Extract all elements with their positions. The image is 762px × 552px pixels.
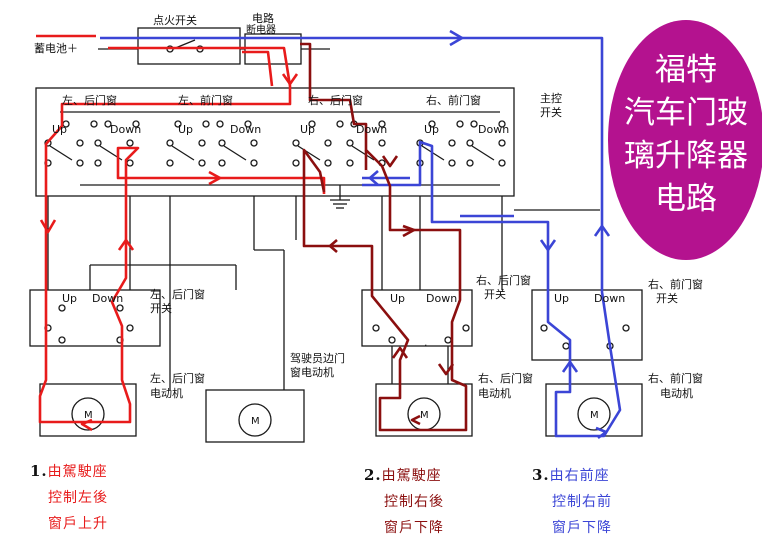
right-front-switch-box bbox=[531, 289, 643, 361]
left-rear-motor bbox=[71, 397, 105, 431]
switch-rf-label-2: 开关 bbox=[656, 291, 678, 305]
caption-3-line-2: 控制右前 bbox=[552, 494, 612, 510]
diagram-labels: 点火开关 电路 断电器 蓄电池＋ 左、后门窗 左、前门窗 右、后门窗 右、前门窗… bbox=[34, 12, 703, 427]
caption-1-line-3: 窗戶上升 bbox=[48, 516, 108, 532]
up-label-5: Up bbox=[62, 292, 77, 305]
down-label-7: Down bbox=[594, 292, 625, 305]
motor-rr-label-1: 右、后门窗 bbox=[478, 371, 533, 385]
ignition-switch-label: 点火开关 bbox=[153, 13, 197, 27]
master-lr-label: 左、前门窗 bbox=[178, 93, 233, 107]
master-switch-label-2: 开关 bbox=[540, 105, 562, 119]
down-label-3: Down bbox=[356, 123, 387, 136]
red-arrow-down bbox=[281, 73, 299, 86]
darkred-arrow-left bbox=[328, 239, 338, 253]
motor-rf-label-2: 电动机 bbox=[660, 386, 693, 400]
motor-lr-label-2: 电动机 bbox=[150, 386, 183, 400]
title-line-3: 璃升降器 bbox=[624, 138, 748, 174]
caption-1-line-1: 由駕駛座 bbox=[47, 464, 108, 480]
blue-arrow-top bbox=[449, 29, 464, 47]
caption-2-line-1: 由駕駛座 bbox=[381, 468, 442, 484]
motor-driver-label-1: 驾驶员边门 bbox=[290, 351, 345, 365]
title-line-4: 电路 bbox=[655, 181, 717, 217]
red-arrow-up bbox=[117, 238, 135, 251]
blue-arrow-mid bbox=[539, 239, 557, 252]
red-arrow-master bbox=[208, 170, 222, 186]
darkred-arrow-down bbox=[437, 363, 455, 376]
master-switch-label-1: 主控 bbox=[540, 91, 562, 105]
motor-driver-label-2: 窗电动机 bbox=[290, 365, 334, 379]
down-label-1: Down bbox=[110, 123, 141, 136]
caption-2: 2.由駕駛座 控制右後 窗戶下降 bbox=[364, 462, 444, 541]
blue-arrow-bottom bbox=[561, 360, 579, 373]
motor-lr-label-1: 左、后门窗 bbox=[150, 371, 205, 385]
title-oval bbox=[608, 20, 762, 260]
right-front-motor bbox=[577, 397, 611, 431]
blue-arrow-master bbox=[368, 170, 379, 186]
red-arrow-left bbox=[39, 219, 57, 234]
caption-2-line-2: 控制右後 bbox=[384, 494, 444, 510]
caption-3: 3.由右前座 控制右前 窗戶下降 bbox=[532, 462, 612, 541]
caption-3-line-1: 由右前座 bbox=[549, 468, 610, 484]
right-rear-switch-box bbox=[361, 289, 473, 347]
down-label-2: Down bbox=[230, 123, 261, 136]
up-label-2: Up bbox=[178, 123, 193, 136]
motor-rf-label-1: 右、前门窗 bbox=[648, 371, 703, 385]
caption-3-number: 3. bbox=[532, 466, 550, 484]
battery-label: 蓄电池＋ bbox=[34, 42, 78, 55]
up-label-4: Up bbox=[424, 123, 439, 136]
up-label-7: Up bbox=[554, 292, 569, 305]
master-switch-box bbox=[35, 87, 515, 197]
up-label-6: Up bbox=[390, 292, 405, 305]
switch-lr-label-1: 左、后门窗 bbox=[150, 287, 205, 301]
circuit-breaker-label-2: 断电器 bbox=[246, 23, 276, 36]
darkred-arrow-up bbox=[391, 346, 409, 359]
switch-rr-label-1: 右、后门窗 bbox=[476, 273, 531, 287]
down-label-4: Down bbox=[478, 123, 509, 136]
title-line-1: 福特 bbox=[655, 52, 717, 88]
caption-3-line-3: 窗戶下降 bbox=[552, 520, 612, 536]
driver-motor-box bbox=[205, 389, 305, 443]
switch-rr-label-2: 开关 bbox=[484, 287, 506, 301]
circuit-breaker-label-1: 电路 bbox=[252, 12, 274, 25]
caption-1-number: 1. bbox=[30, 462, 48, 480]
blue-arrow-motor bbox=[595, 426, 608, 440]
right-rear-motor-box bbox=[375, 383, 473, 437]
caption-1-line-2: 控制左後 bbox=[48, 490, 108, 506]
red-arrow-motor bbox=[80, 418, 93, 432]
path-2-darkred bbox=[300, 42, 468, 432]
darkred-arrow-right bbox=[402, 224, 416, 238]
down-label-5: Down bbox=[92, 292, 123, 305]
ground-symbol bbox=[330, 185, 350, 209]
darkred-arrow-motor bbox=[410, 414, 421, 426]
caption-2-line-3: 窗戶下降 bbox=[384, 520, 444, 536]
up-label-3: Up bbox=[300, 123, 315, 136]
switch-lr-label-2: 开关 bbox=[150, 301, 172, 315]
motor-symbol-3: M bbox=[420, 410, 429, 421]
motor-symbol-2: M bbox=[251, 416, 260, 427]
up-label-1: Up bbox=[52, 123, 67, 136]
caption-2-number: 2. bbox=[364, 466, 382, 484]
ignition-switch-box bbox=[137, 27, 241, 65]
darkred-arrow-master bbox=[381, 155, 399, 168]
master-rr-label: 右、后门窗 bbox=[308, 93, 363, 107]
blue-arrow-right bbox=[593, 224, 611, 237]
master-rf-label: 右、前门窗 bbox=[426, 93, 481, 107]
switch-rf-label-1: 右、前门窗 bbox=[648, 277, 703, 291]
driver-motor bbox=[238, 403, 272, 437]
title-block: 福特 汽车门玻 璃升降器 电路 bbox=[624, 52, 748, 217]
motor-rr-label-2: 电动机 bbox=[478, 386, 511, 400]
path-1-red bbox=[36, 34, 326, 432]
caption-1: 1.由駕駛座 控制左後 窗戶上升 bbox=[30, 458, 108, 537]
dot-mark: . bbox=[424, 336, 428, 349]
motor-symbol-1: M bbox=[84, 410, 93, 421]
down-label-6: Down bbox=[426, 292, 457, 305]
master-lf-label: 左、后门窗 bbox=[62, 93, 117, 107]
title-line-2: 汽车门玻 bbox=[624, 95, 748, 131]
left-rear-switch-box bbox=[29, 289, 161, 347]
motor-symbol-4: M bbox=[590, 410, 599, 421]
